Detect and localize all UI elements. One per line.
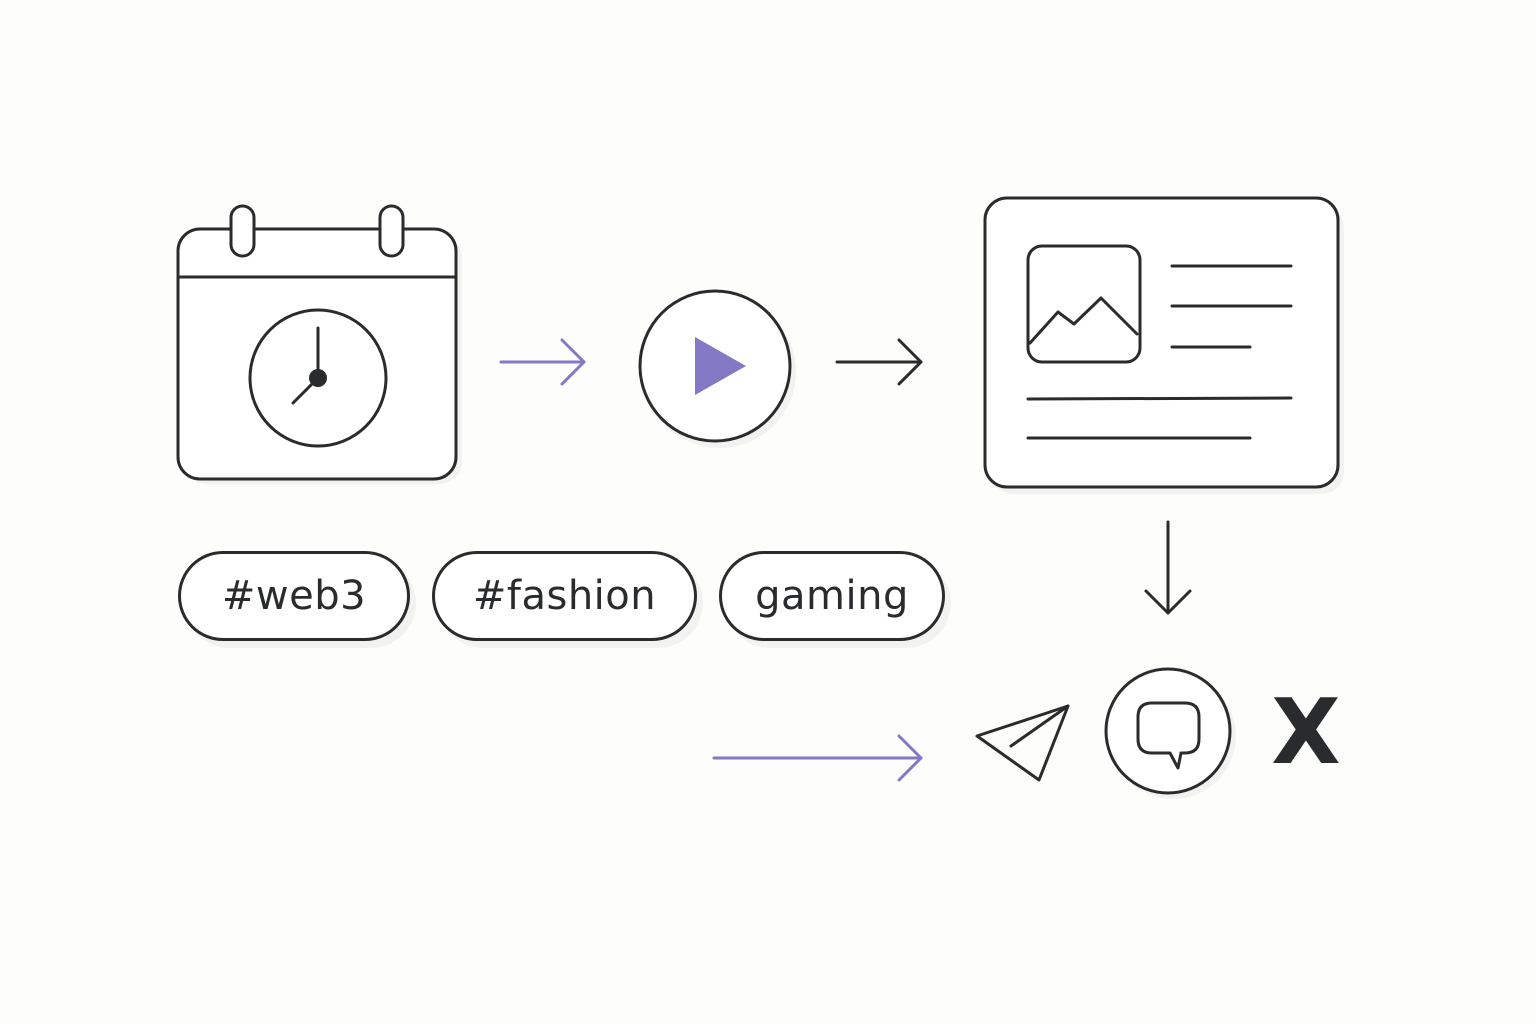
tag-chip-label: #fashion <box>472 573 657 619</box>
play-icon <box>638 289 796 448</box>
x-logo-letter: X <box>1271 680 1341 785</box>
image-icon <box>1026 244 1142 364</box>
tag-chip-fashion[interactable]: #fashion <box>432 551 697 641</box>
arrow-card-to-channels <box>1144 520 1192 615</box>
tag-chip-label: #web3 <box>221 573 367 619</box>
arrow-calendar-to-play <box>499 338 586 386</box>
paper-plane-icon <box>975 704 1070 782</box>
content-card-icon <box>983 196 1344 494</box>
arrow-play-to-card <box>835 338 923 386</box>
tag-chip-web3[interactable]: #web3 <box>178 551 410 641</box>
arrow-tags-to-channels <box>712 734 923 782</box>
chat-bubble-icon <box>1104 667 1236 799</box>
calendar-clock-icon <box>176 204 462 484</box>
tag-chip-label: gaming <box>755 573 909 619</box>
tag-chip-gaming[interactable]: gaming <box>719 551 945 641</box>
x-logo-icon: X <box>1266 688 1346 778</box>
